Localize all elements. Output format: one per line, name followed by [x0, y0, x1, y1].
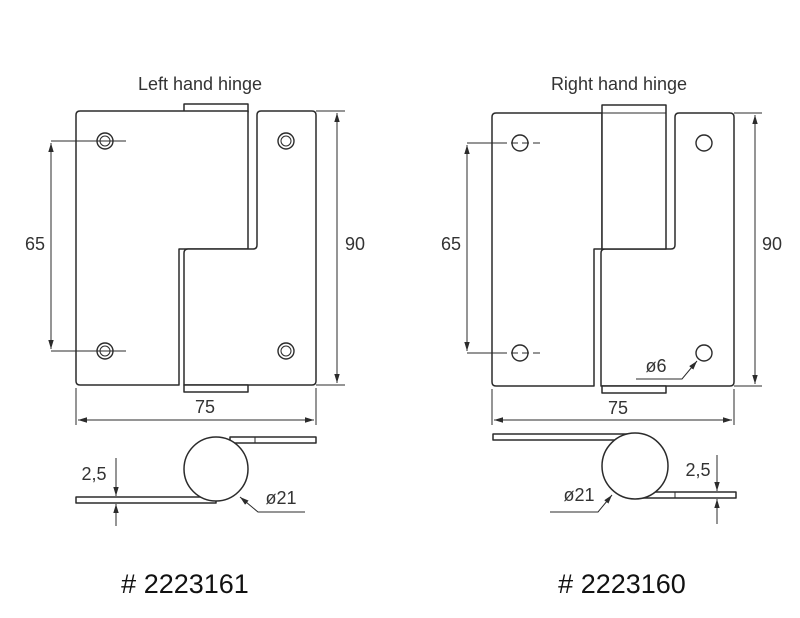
left-dim-2-5: 2,5	[81, 464, 106, 484]
right-hinge-front-view	[464, 104, 762, 425]
left-knuckle-bottom	[183, 384, 249, 393]
mounting-hole	[85, 342, 126, 360]
left-dim-90: 90	[345, 234, 365, 254]
left-hinge-top-view	[75, 436, 317, 526]
right-leaf-b	[600, 112, 735, 387]
left-part-number: # 2223161	[121, 569, 249, 599]
right-part-number: # 2223160	[558, 569, 686, 599]
mounting-hole	[695, 134, 713, 152]
dim-leader-6	[636, 360, 698, 380]
mounting-hole	[695, 344, 713, 362]
left-knuckle-circle	[183, 436, 249, 502]
right-knuckle-bottom	[601, 385, 667, 394]
countersunk-hole	[500, 344, 544, 362]
left-leaf-b	[183, 110, 317, 386]
left-hinge-title: Left hand hinge	[138, 74, 262, 94]
right-hinge-top-view	[492, 432, 737, 524]
right-knuckle-strip	[601, 104, 667, 250]
right-dim-2-5: 2,5	[685, 460, 710, 480]
mounting-hole	[85, 132, 126, 150]
left-dim-21: ø21	[265, 488, 296, 508]
right-dim-75: 75	[608, 398, 628, 418]
left-dim-75: 75	[195, 397, 215, 417]
left-dim-65: 65	[25, 234, 45, 254]
left-leaf-a	[75, 110, 249, 386]
right-hinge-title: Right hand hinge	[551, 74, 687, 94]
right-dim-21: ø21	[563, 485, 594, 505]
left-hinge-front-view	[48, 103, 345, 425]
countersunk-hole	[500, 134, 544, 152]
right-dim-90: 90	[762, 234, 782, 254]
mounting-hole	[277, 342, 295, 360]
right-knuckle-circle	[601, 432, 669, 500]
right-dim-65: 65	[441, 234, 461, 254]
right-leaf-a	[491, 112, 603, 387]
mounting-hole	[277, 132, 295, 150]
right-dim-6: ø6	[645, 356, 666, 376]
